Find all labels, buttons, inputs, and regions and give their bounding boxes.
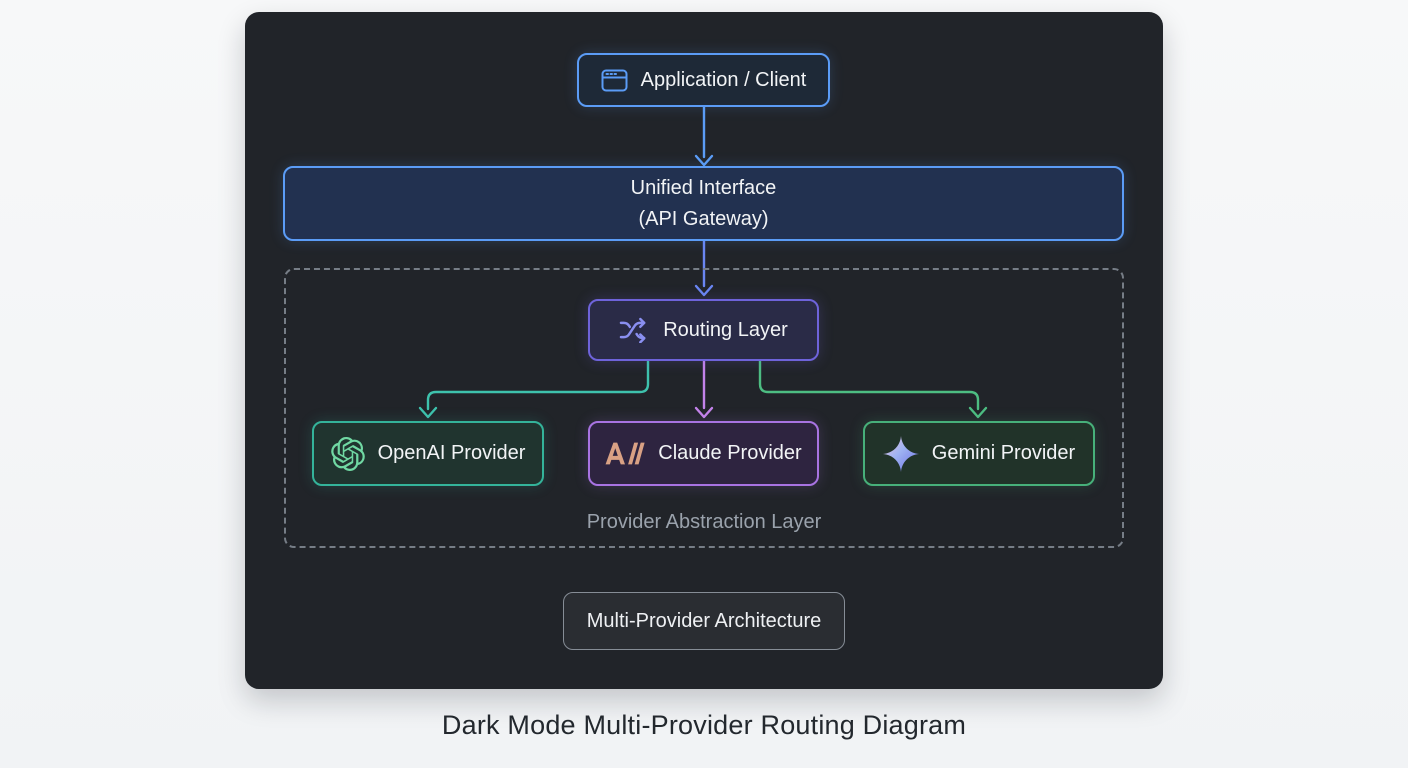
arrow-app-to-unified — [694, 105, 714, 167]
node-routing-layer: Routing Layer — [588, 299, 819, 361]
anthropic-logo-icon — [605, 442, 645, 465]
unified-interface-line1: Unified Interface — [630, 177, 777, 200]
node-label-gemini-provider: Gemini Provider — [931, 442, 1076, 464]
openai-logo-icon — [330, 436, 365, 471]
node-label-openai-provider: OpenAI Provider — [377, 442, 526, 464]
node-openai-provider: OpenAI Provider — [312, 421, 544, 486]
node-claude-provider: Claude Provider — [588, 421, 819, 486]
node-label-claude-provider: Claude Provider — [658, 442, 802, 464]
diagram-panel: Application / Client Unified Interface (… — [245, 12, 1163, 689]
gemini-logo-icon — [882, 435, 919, 472]
app-window-icon — [601, 69, 628, 91]
node-label-application-client: Application / Client — [640, 68, 807, 91]
node-application-client: Application / Client — [577, 53, 830, 107]
node-label-routing-layer: Routing Layer — [663, 318, 788, 341]
diagram-caption: Dark Mode Multi-Provider Routing Diagram — [441, 710, 967, 740]
provider-abstraction-layer-label: Provider Abstraction Layer — [586, 511, 822, 533]
node-gemini-provider: Gemini Provider — [863, 421, 1095, 486]
unified-interface-line2: (API Gateway) — [638, 207, 769, 230]
node-unified-interface: Unified Interface (API Gateway) — [283, 166, 1124, 241]
node-multi-provider-architecture: Multi-Provider Architecture — [563, 592, 845, 650]
provider-abstraction-group: Provider Abstraction Layer — [284, 268, 1124, 548]
node-label-multi-provider-architecture: Multi-Provider Architecture — [586, 609, 822, 632]
shuffle-icon — [619, 317, 646, 343]
